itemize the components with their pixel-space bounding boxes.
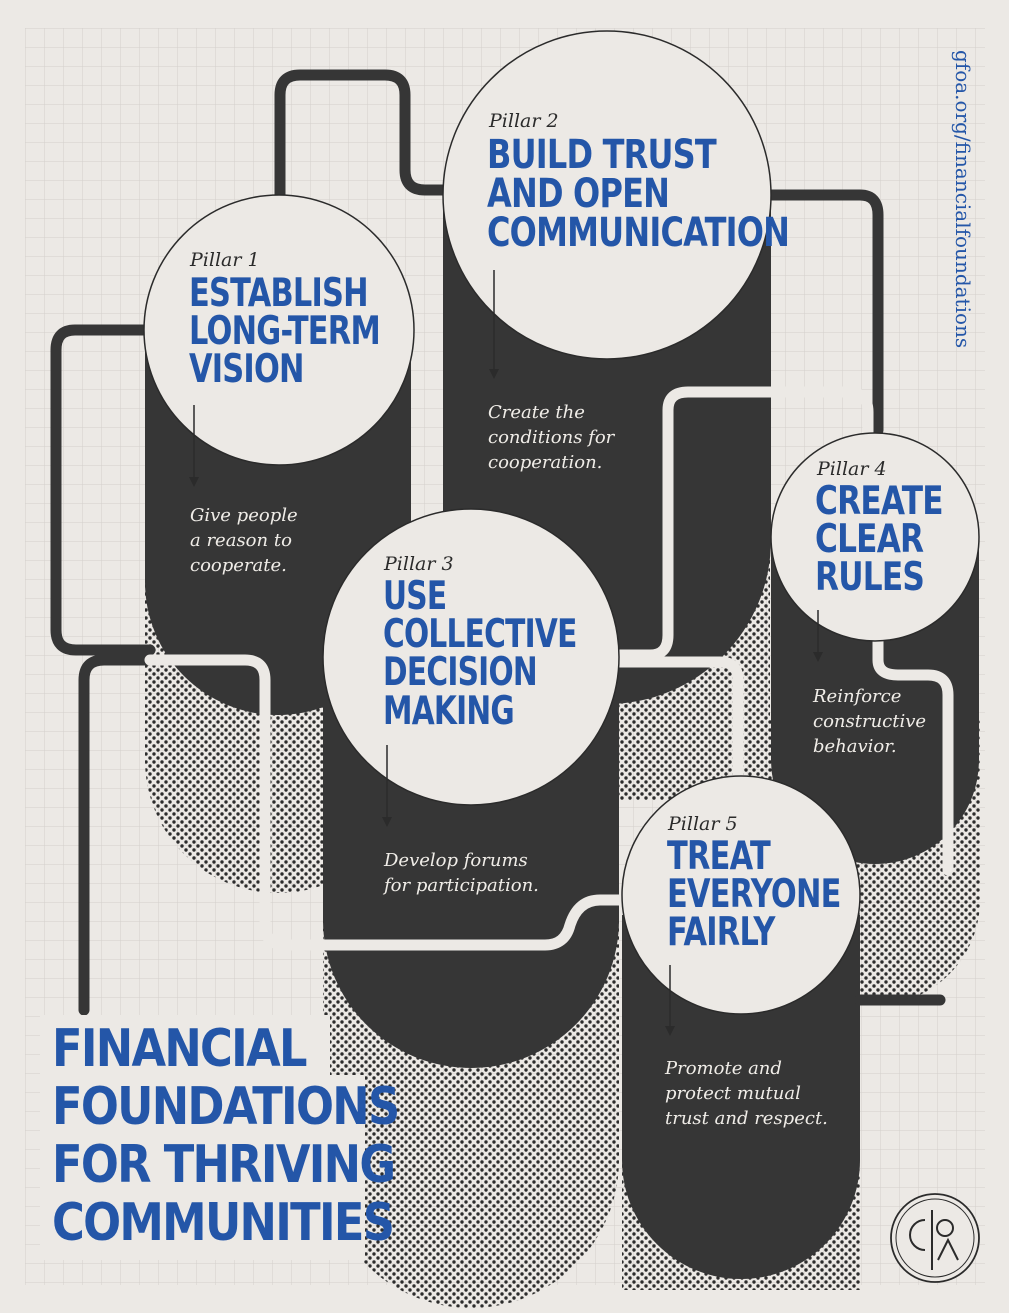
pillar-3-label: Pillar 3 bbox=[384, 553, 454, 575]
arrow-down-icon bbox=[665, 965, 675, 1036]
title-backing bbox=[40, 1015, 330, 1075]
pillar-circles bbox=[143, 30, 980, 1015]
pillar-3-circle bbox=[322, 508, 620, 806]
arrow-down-icon bbox=[489, 270, 499, 379]
arrow-down-icon bbox=[813, 610, 823, 662]
pillar-2-label: Pillar 2 bbox=[489, 110, 559, 132]
arrows bbox=[189, 270, 823, 1036]
pillar-5-circle bbox=[621, 775, 861, 1015]
website-url-text[interactable]: gfoa.org/financialfoundations bbox=[951, 50, 975, 349]
pillar-1-circle bbox=[143, 194, 415, 466]
website-url[interactable]: gfoa.org/financialfoundations bbox=[933, 50, 993, 348]
pillar-2-circle bbox=[442, 30, 772, 360]
pillar-4-label: Pillar 4 bbox=[817, 458, 887, 480]
light-connector-lines bbox=[144, 386, 954, 951]
connector-lines bbox=[50, 69, 946, 1016]
arrow-down-icon bbox=[382, 745, 392, 827]
pillar-5-label: Pillar 5 bbox=[668, 813, 738, 835]
arrow-down-icon bbox=[189, 405, 199, 487]
gfoa-logo-icon bbox=[890, 1193, 980, 1283]
pillar-1-label: Pillar 1 bbox=[190, 249, 260, 271]
pillar-4-circle bbox=[770, 432, 980, 642]
title-backing bbox=[40, 1075, 365, 1260]
